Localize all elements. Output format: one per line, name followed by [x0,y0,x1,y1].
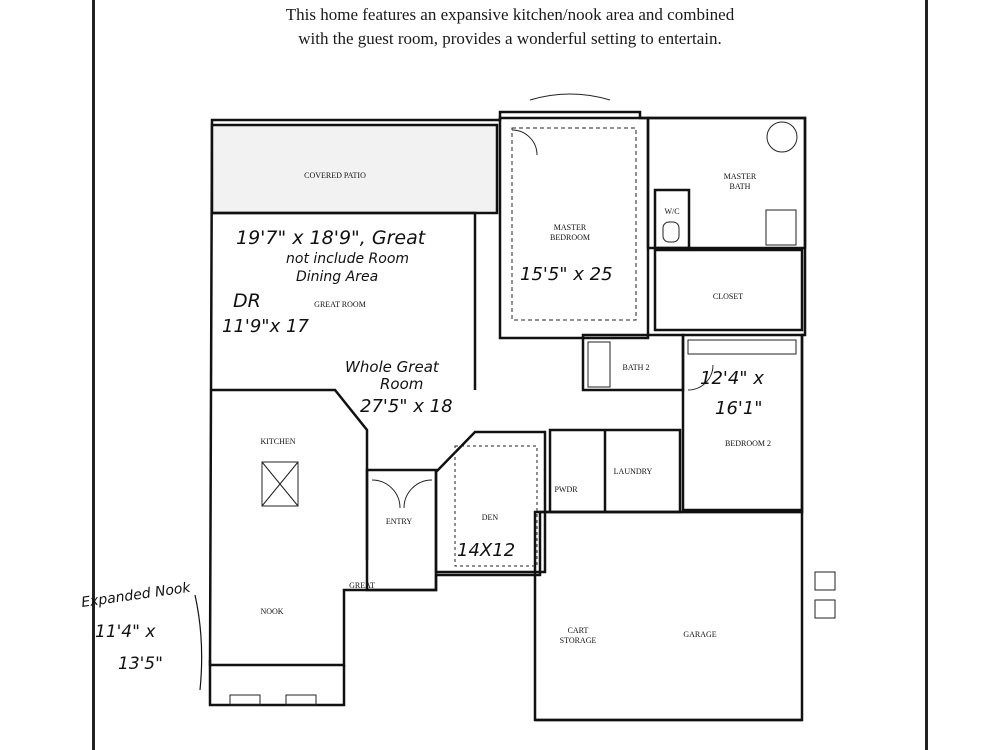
note-whole-great-dims: 27'5" x 18 [360,396,453,417]
label-master-bath-1: MASTER [724,172,757,181]
note-great-1: not include Room [286,251,409,267]
caption-line-2: with the guest room, provides a wonderfu… [298,29,722,48]
note-dr: DR [233,290,261,312]
note-whole-great-2: Room [380,375,423,393]
note-dr-dims: 11'9"x 17 [222,316,309,337]
tub-icon [766,121,798,153]
label-master-2: BEDROOM [550,233,590,242]
label-great-room-1: GREAT ROOM [314,300,366,309]
closet-shelf-icon [687,339,797,355]
label-master-bath-2: BATH [730,182,751,191]
bay-window-icon [529,93,611,101]
entry-doors-icon [371,479,433,509]
note-den-dims: 14X12 [457,540,515,561]
note-great-2: Dining Area [296,269,378,285]
bath2-tub-icon [587,341,611,388]
label-nook: NOOK [260,607,283,616]
label-laundry: LAUNDRY [614,467,653,476]
label-great: GREAT [349,581,375,590]
bedroom2-door-icon [687,364,714,391]
kitchen-island-icon [261,461,299,507]
window-seat-left [229,694,261,706]
label-bedroom2: BEDROOM 2 [725,439,771,448]
toilet-icon [662,221,680,243]
label-master-1: MASTER [554,223,587,232]
label-closet: CLOSET [713,292,743,301]
note-bedroom2-2: 16'1" [715,398,763,419]
water-heater-icon [814,571,836,591]
walls [208,110,807,722]
label-den: DEN [482,513,499,522]
label-entry: ENTRY [386,517,412,526]
fixtures [229,93,836,706]
note-nook-1: Expanded Nook [80,580,192,611]
label-cart: CART [568,626,589,635]
label-storage: STORAGE [560,636,597,645]
shower-icon [765,209,797,246]
caption-line-1: This home features an expansive kitchen/… [285,5,735,24]
label-garage: GARAGE [683,630,716,639]
window-seat-right [285,694,317,706]
label-bath2: BATH 2 [623,363,650,372]
door-swing-icon [511,129,538,156]
note-whole-great-1: Whole Great [345,358,440,376]
label-covered-patio: COVERED PATIO [304,171,366,180]
den-tray-ceiling [454,445,538,567]
note-bedroom2-1: 12'4" x [700,368,764,389]
hvac-icon [814,599,836,619]
note-bracket [194,594,203,691]
label-wic: W/C [664,207,679,216]
label-kitchen: KITCHEN [260,437,295,446]
note-great-dims: 19'7" x 18'9", Great [236,227,427,249]
note-nook-2: 11'4" x [95,622,156,642]
note-master-dims: 15'5" x 25 [520,264,613,285]
caption: This home features an expansive kitchen/… [150,3,870,51]
note-nook-3: 13'5" [118,654,163,674]
page-border [92,0,928,750]
label-pwdr: PWDR [554,485,578,494]
master-tray-ceiling [511,127,637,321]
